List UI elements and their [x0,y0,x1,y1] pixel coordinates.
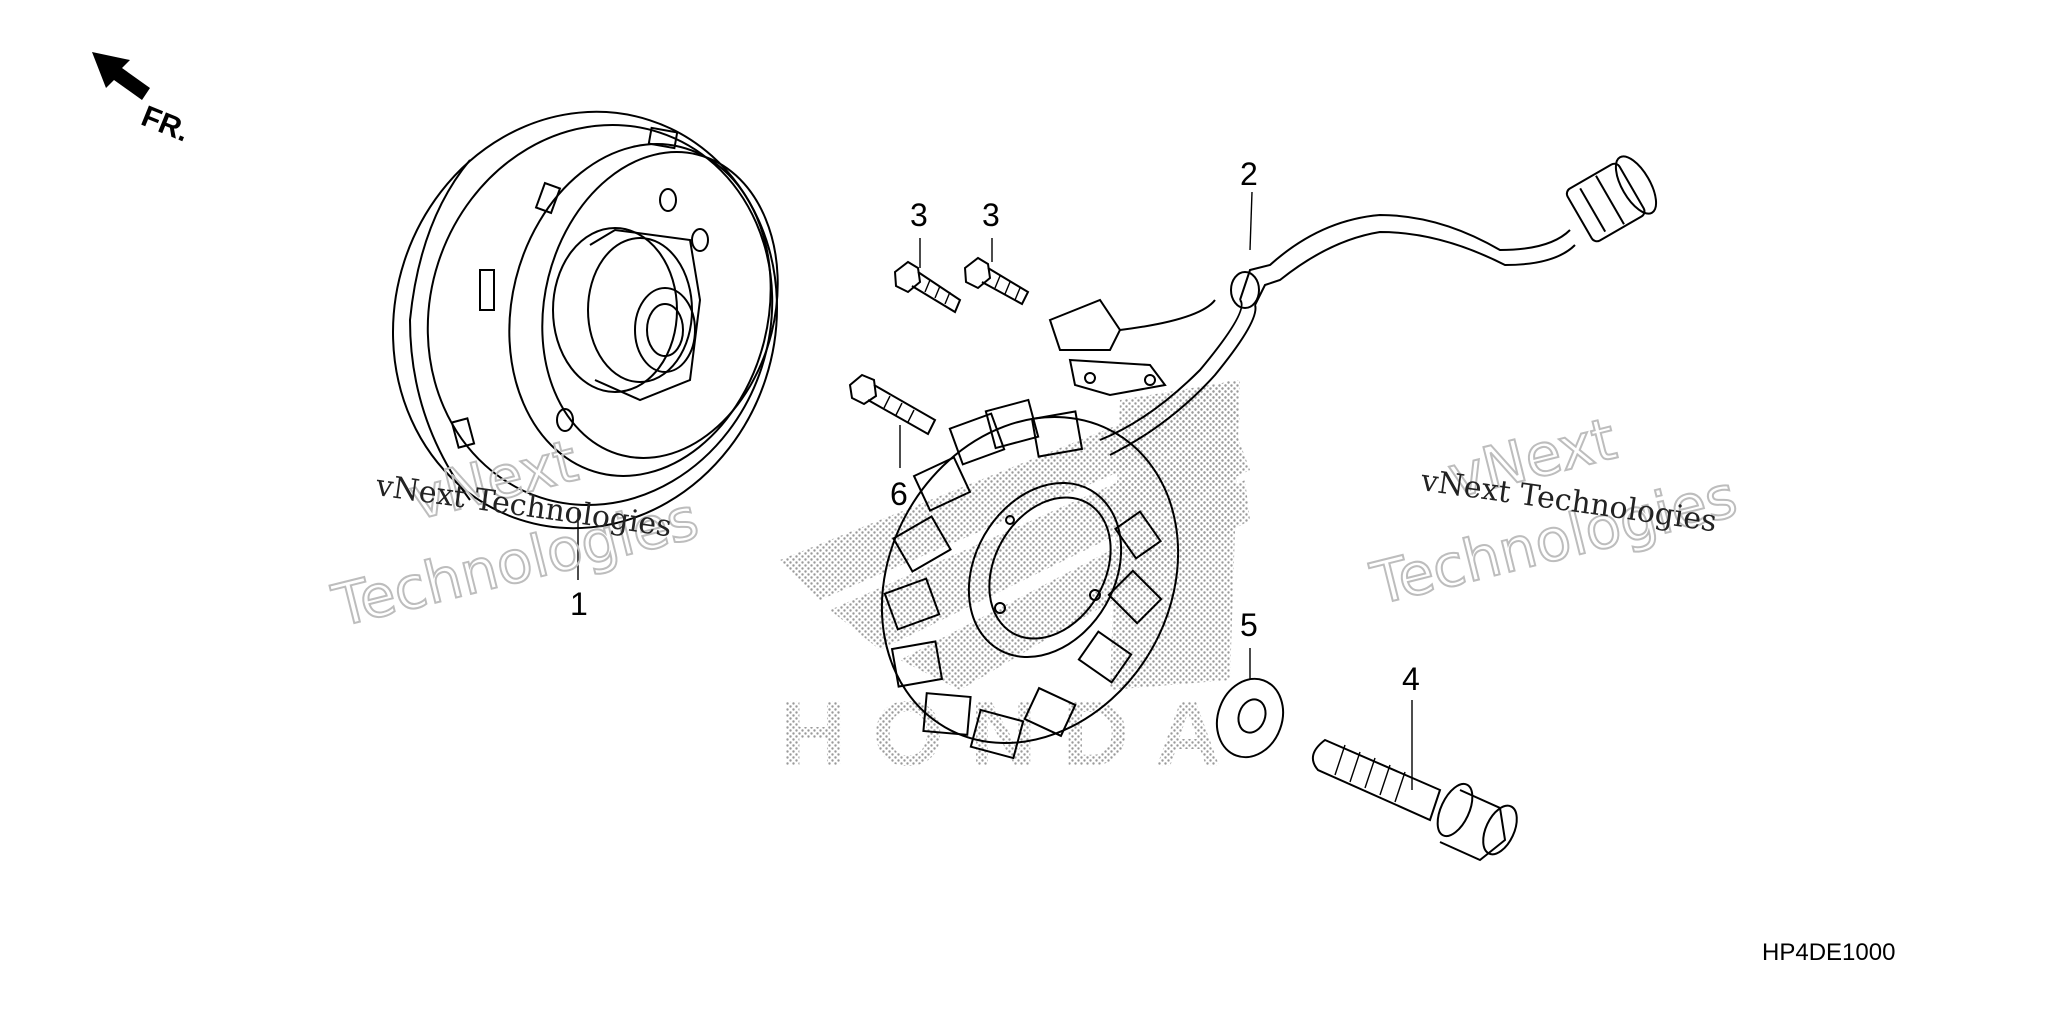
callout-3a: 3 [910,197,928,233]
leader-line-2 [1249,191,1253,251]
callout-5: 5 [1240,607,1258,643]
flange-bolt-part-4 [1311,738,1518,862]
front-direction-label: FR. [137,100,194,149]
callout-4: 4 [1402,661,1420,697]
stator-part [880,155,1658,760]
honda-wing-logo-watermark: HONDA [780,380,1250,785]
callout-3b: 3 [982,197,1000,233]
callout-1: 1 [570,586,588,622]
honda-brand-watermark: HONDA [780,683,1247,785]
washer-part [1215,677,1285,759]
callout-6: 6 [890,476,908,512]
diagram-code: HP4DE1000 [1762,939,1895,966]
front-direction-arrow: FR. [92,52,194,149]
flywheel-part [392,110,779,530]
bolt-part-3a [893,260,962,314]
callout-2: 2 [1240,156,1258,192]
bolt-part-3b [963,256,1030,306]
bolt-part-6 [848,373,937,436]
